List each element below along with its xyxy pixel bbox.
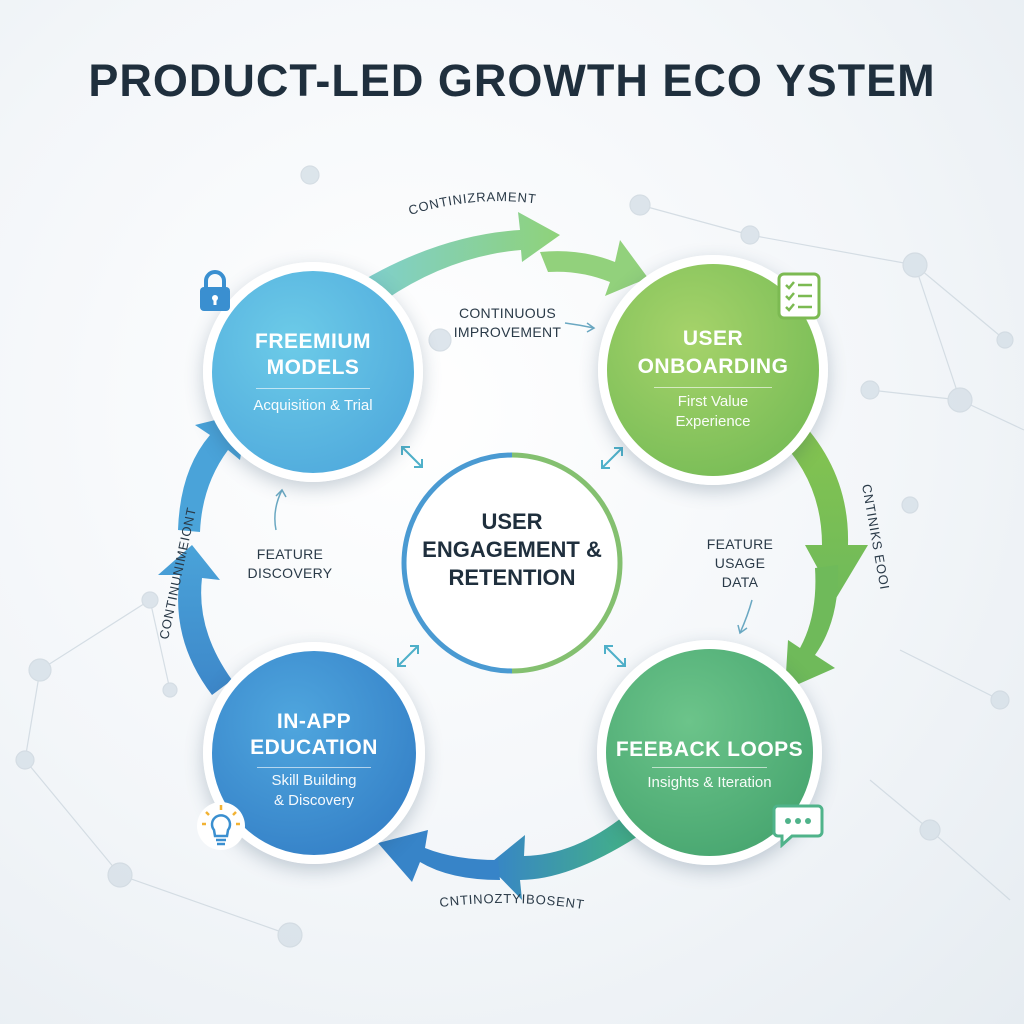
checklist-icon: [777, 272, 823, 325]
cycle-arrow-top-2: [540, 240, 648, 296]
node-title: FREEMIUM: [255, 330, 371, 353]
cycle-arrow-right-2: [785, 565, 839, 690]
arc-label-right: CNTINIKS EOOI: [859, 483, 892, 591]
annotation-line: FEATURE: [706, 536, 774, 552]
node-subtitle: Skill Building: [271, 772, 357, 789]
node-freemium-models: FREEMIUM MODELS Acquisition & Trial: [203, 262, 423, 482]
node-divider: [256, 767, 372, 768]
node-title: ONBOARDING: [637, 355, 789, 378]
annotation-line: FEATURE: [256, 546, 324, 562]
center-ring-right: [511, 452, 623, 674]
cycle-arrow-top: [360, 212, 560, 300]
lock-icon: [195, 268, 235, 319]
connector-arrows: [397, 446, 626, 667]
page-title: PRODUCT-LED GROWTH ECO YSTEM: [88, 55, 936, 106]
node-title: IN-APP: [276, 710, 352, 733]
node-divider: [256, 388, 370, 389]
node-subtitle: First Value: [677, 393, 749, 410]
annotation-feature-discovery: FEATURE DISCOVERY: [240, 545, 340, 583]
node-divider: [651, 767, 768, 768]
node-divider: [653, 387, 773, 388]
cycle-arrow-bottom: [488, 815, 640, 900]
annotation-feature-usage-data: FEATURE USAGE DATA: [695, 535, 785, 592]
cycle-arrow-bottom-2: [378, 830, 500, 882]
node-title: EDUCATION: [250, 736, 378, 759]
annotation-line: USAGE: [714, 555, 766, 571]
node-title: MODELS: [266, 356, 360, 379]
annotation-continuous-improvement: CONTINUOUS IMPROVEMENT: [450, 304, 565, 342]
annotation-line: DISCOVERY: [247, 565, 333, 581]
node-in-app-education: IN-APP EDUCATION Skill Building & Discov…: [203, 642, 425, 864]
annotation-line: DATA: [721, 574, 759, 590]
node-title: FEEBACK LOOPS: [615, 738, 804, 761]
node-subtitle: Acquisition & Trial: [253, 397, 373, 414]
chat-icon: [772, 800, 824, 853]
node-subtitle: & Discovery: [273, 792, 355, 809]
cycle-arrow-right: [775, 415, 868, 600]
node-subtitle: Insights & Iteration: [647, 774, 772, 791]
node-feedback-loops: FEEBACK LOOPS Insights & Iteration: [597, 640, 822, 865]
annotation-line: IMPROVEMENT: [453, 324, 562, 340]
annotation-line: CONTINUOUS: [458, 305, 557, 321]
arc-label-top: CONTINIZRAMENT: [407, 189, 538, 218]
node-title: USER: [682, 327, 744, 350]
arc-label-bottom: CNTINOZTYIBOSENT: [439, 891, 586, 912]
background-network: [15, 165, 1024, 948]
center-label: USER ENGAGEMENT & RETENTION: [422, 509, 602, 590]
center-circle: [404, 455, 620, 671]
center-ring-left: [401, 452, 513, 674]
node-subtitle: Experience: [675, 413, 751, 430]
cycle-arrow-left: [158, 545, 232, 695]
annotation-arrows: [274, 322, 753, 635]
lightbulb-icon: [196, 800, 246, 857]
